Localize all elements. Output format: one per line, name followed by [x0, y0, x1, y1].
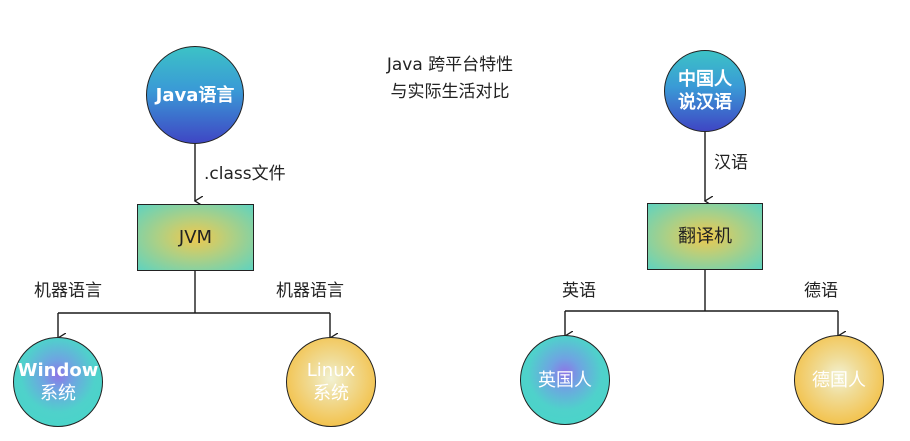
title-line1: Java 跨平台特性 [386, 55, 514, 75]
linux-system-node: Linux 系统 [286, 337, 376, 427]
diagram-title: Java 跨平台特性 与实际生活对比 [340, 52, 560, 106]
english-person-node: 英国人 [520, 335, 610, 425]
java-language-node: Java语言 [146, 46, 244, 144]
english-language-label: 英语 [562, 281, 596, 301]
jvm-node: JVM [137, 204, 254, 271]
translator-label: 翻译机 [678, 226, 732, 247]
window-system-label: 系统 [40, 383, 76, 404]
english-person-label: 英国人 [538, 369, 592, 391]
german-language-label: 德语 [804, 281, 838, 301]
window-label: Window [17, 360, 99, 381]
chinese-speaker-line2: 说汉语 [678, 92, 732, 113]
chinese-speaker-line1: 中国人 [678, 69, 732, 90]
linux-label: Linux [306, 360, 356, 381]
chinese-language-label: 汉语 [714, 153, 748, 173]
window-system-node: Window 系统 [13, 337, 103, 427]
java-language-label: Java语言 [155, 84, 235, 106]
jvm-label: JVM [178, 227, 213, 248]
german-person-label: 德国人 [812, 369, 866, 391]
chinese-speaker-node: 中国人 说汉语 [664, 50, 746, 132]
machine-language-left-label: 机器语言 [34, 281, 102, 301]
machine-language-right-label: 机器语言 [276, 281, 344, 301]
german-person-node: 德国人 [794, 335, 884, 425]
translator-node: 翻译机 [647, 203, 763, 270]
title-line2: 与实际生活对比 [390, 82, 510, 102]
class-file-label: .class文件 [204, 164, 286, 184]
linux-system-label: 系统 [313, 383, 349, 404]
